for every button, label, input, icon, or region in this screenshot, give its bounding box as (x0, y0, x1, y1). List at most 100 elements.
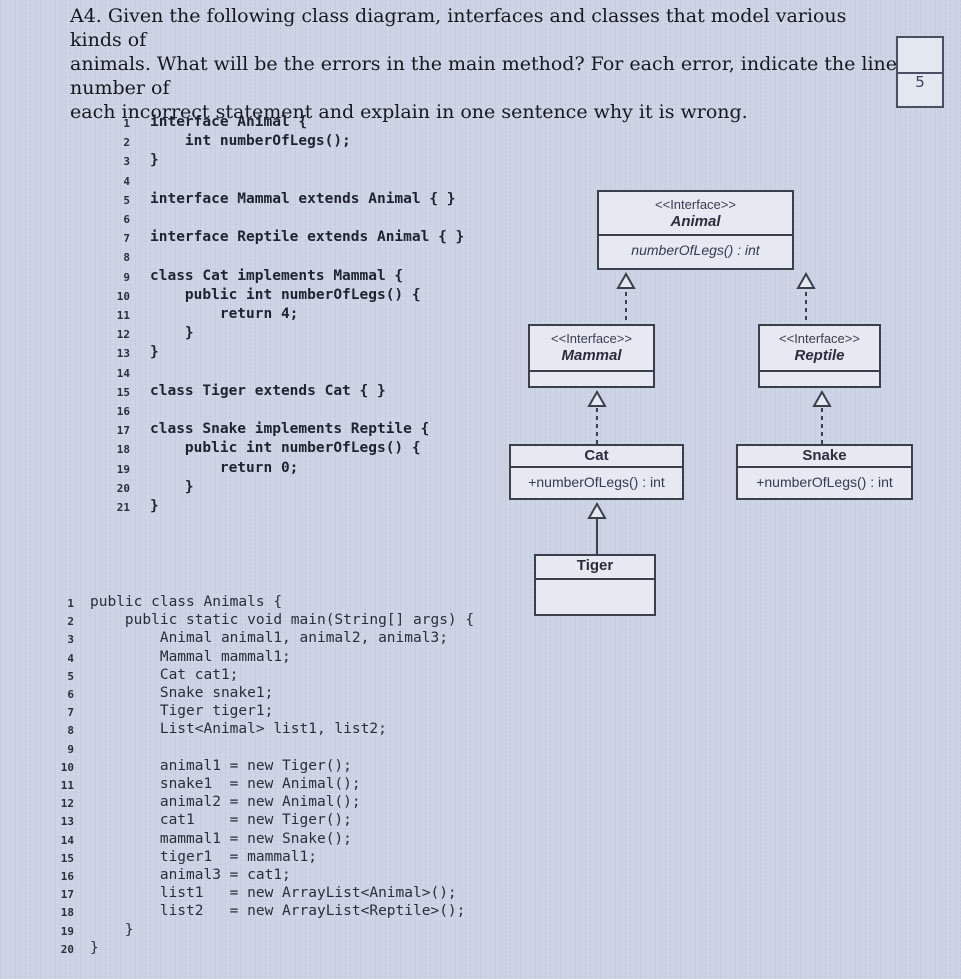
code-text: } (150, 344, 159, 361)
reptile-name: Reptile (794, 347, 845, 364)
line-number: 6 (67, 688, 74, 701)
code-text: } (150, 325, 194, 342)
line-number: 3 (123, 155, 130, 169)
reptile-stereotype: <<Interface>> (779, 331, 860, 346)
code-text: class Cat implements Mammal { (150, 267, 404, 284)
code-text: public int numberOfLegs() { (150, 440, 421, 457)
animal-member: numberOfLegs() : int (631, 242, 760, 258)
cat-arrowhead (587, 389, 607, 407)
points-value: 5 (915, 73, 925, 91)
code-text: return 4; (150, 306, 299, 322)
line-number: 6 (123, 213, 130, 226)
line-number: 11 (60, 779, 74, 792)
mammal-stereotype: <<Interface>> (551, 331, 632, 346)
code-text: interface Reptile extends Animal { } (150, 229, 465, 246)
snake-member: +numberOfLegs() : int (756, 474, 893, 490)
mammal-arrowhead (616, 271, 636, 289)
code-text: class Tiger extends Cat { } (150, 382, 386, 399)
line-number: 16 (116, 405, 130, 418)
cat-name: Cat (584, 447, 609, 464)
line-number: 4 (123, 174, 130, 188)
line-number: 20 (60, 942, 74, 956)
line-number: 14 (116, 366, 130, 380)
reptile-arrowhead (796, 271, 816, 289)
code-text: interface Animal { (150, 114, 308, 130)
code-text: Tiger tiger1; (90, 703, 274, 720)
line-number: 9 (67, 742, 74, 756)
line-number: 18 (60, 906, 74, 920)
code-text: List<Animal> list1, list2; (90, 721, 387, 738)
question-line-2: animals. What will be the errors in the … (70, 53, 898, 99)
line-number: 2 (123, 136, 130, 150)
code-text: public class Animals { (90, 594, 283, 610)
line-number: 18 (116, 443, 130, 457)
code-text: } (90, 939, 99, 956)
code-text: Cat cat1; (90, 666, 239, 683)
line-number: 15 (116, 385, 130, 399)
line-number: 17 (116, 424, 130, 438)
line-number: 20 (116, 481, 130, 495)
question-text: A4. Given the following class diagram, i… (70, 4, 900, 124)
code-text: return 0; (150, 459, 299, 476)
code-text: public int numberOfLegs() { (150, 286, 421, 303)
cat-member: +numberOfLegs() : int (528, 474, 665, 490)
mammal-name: Mammal (561, 347, 622, 364)
code-text: } (90, 921, 134, 938)
line-number: 17 (60, 888, 74, 902)
line-number: 10 (60, 760, 74, 774)
line-number: 5 (67, 669, 74, 683)
code-text: Mammal mammal1; (90, 648, 291, 665)
code-text: tiger1 = mammal1; (90, 848, 317, 865)
snake-arrowhead (812, 389, 832, 407)
line-number: 13 (60, 815, 74, 829)
snake-class-box: Snake +numberOfLegs() : int (736, 444, 913, 500)
code-text: int numberOfLegs(); (150, 133, 351, 150)
line-number: 16 (60, 870, 74, 883)
code-text: Animal animal1, animal2, animal3; (90, 630, 448, 647)
line-number: 12 (116, 328, 130, 342)
line-number: 1 (67, 597, 74, 610)
line-number: 19 (60, 924, 74, 938)
line-number: 7 (123, 232, 130, 246)
code-text: animal3 = cat1; (90, 867, 291, 883)
reptile-interface-box: <<Interface>> Reptile (758, 324, 881, 388)
animal-stereotype: <<Interface>> (655, 197, 736, 212)
points-divider (898, 72, 942, 74)
code-text: } (150, 498, 159, 514)
tiger-name: Tiger (576, 557, 614, 574)
line-number: 7 (67, 706, 74, 720)
code-text: interface Mammal extends Animal { } (150, 190, 456, 207)
line-number: 1 (123, 117, 130, 130)
line-number: 5 (123, 193, 130, 207)
points-box: 5 (896, 36, 944, 108)
line-number: 12 (60, 797, 74, 811)
code-text: list1 = new ArrayList<Animal>(); (90, 885, 457, 902)
line-number: 14 (60, 833, 74, 847)
code-text: public static void main(String[] args) { (90, 612, 475, 629)
animal-interface-box: <<Interface>> Animal numberOfLegs() : in… (597, 190, 794, 270)
line-number: 10 (116, 289, 130, 303)
question-line-1: A4. Given the following class diagram, i… (70, 5, 847, 51)
line-number: 2 (67, 615, 74, 629)
code-text: animal2 = new Animal(); (90, 794, 361, 811)
line-number: 8 (67, 724, 74, 738)
code-text: list2 = new ArrayList<Reptile>(); (90, 903, 466, 920)
code-text: } (150, 478, 194, 495)
animal-name: Animal (670, 213, 721, 230)
line-number: 21 (116, 501, 130, 514)
cat-class-box: Cat +numberOfLegs() : int (509, 444, 684, 500)
code-text: mammal1 = new Snake(); (90, 830, 352, 847)
line-number: 13 (116, 347, 130, 361)
code-text: class Snake implements Reptile { (150, 421, 430, 438)
mammal-interface-box: <<Interface>> Mammal (528, 324, 655, 388)
question-line-3: each incorrect statement and explain in … (70, 101, 748, 123)
line-number: 15 (60, 851, 74, 865)
tiger-class-box: Tiger (534, 554, 656, 616)
line-number: 19 (116, 462, 130, 476)
code-text: } (150, 152, 159, 169)
line-number: 11 (116, 309, 130, 322)
tiger-arrowhead (587, 501, 607, 519)
line-number: 4 (67, 651, 74, 665)
